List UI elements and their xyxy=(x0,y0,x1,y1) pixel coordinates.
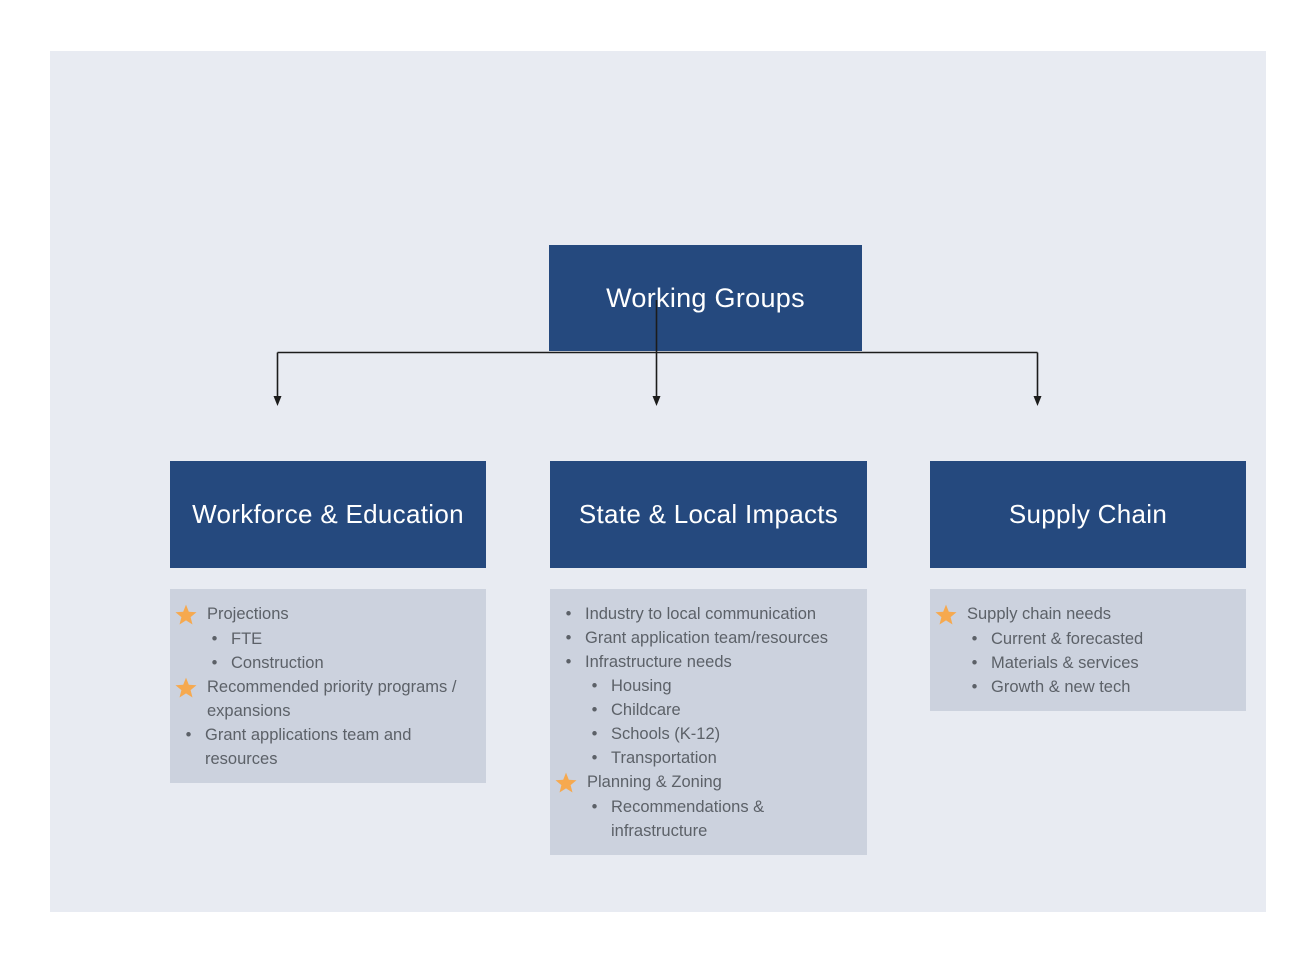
bullet-dot-icon: • xyxy=(971,630,978,648)
list-item: Recommended priority programs / expansio… xyxy=(172,675,480,723)
list-item: • Schools (K-12) xyxy=(578,722,861,746)
list-item: • Housing xyxy=(578,674,861,698)
root-node-label: Working Groups xyxy=(606,282,805,313)
list-item-label: Grant applications team and resources xyxy=(205,726,412,768)
bullet-dot-icon: • xyxy=(565,605,572,623)
bullet-dot-icon: • xyxy=(591,677,598,695)
list-item-label: Industry to local communication xyxy=(585,605,817,623)
list-item: Supply chain needs xyxy=(932,602,1240,627)
node-workforce-education: Workforce & Education xyxy=(170,461,486,568)
diagram-canvas: Working Groups Workforce & Education Sta… xyxy=(50,51,1266,912)
list-item: • Current & forecasted xyxy=(958,627,1240,651)
list-supply-chain: Supply chain needs • Current & forecaste… xyxy=(930,589,1246,711)
list-item: • Grant applications team and resources xyxy=(172,723,480,771)
star-icon xyxy=(172,602,207,627)
node-label: Workforce & Education xyxy=(192,499,464,529)
list-item-label: Housing xyxy=(611,677,672,695)
bullet-dot-icon: • xyxy=(591,725,598,743)
list-item-label: Materials & services xyxy=(991,654,1139,672)
bullet-dot-icon: • xyxy=(211,630,218,648)
list-item-label: Recommended priority programs / expansio… xyxy=(207,678,457,720)
list-item: Planning & Zoning xyxy=(552,770,861,795)
star-icon xyxy=(172,675,207,700)
list-item-label: Construction xyxy=(231,654,324,672)
list-item: • Grant application team/resources xyxy=(552,626,861,650)
list-item: • Growth & new tech xyxy=(958,675,1240,699)
list-item: • Childcare xyxy=(578,698,861,722)
list-workforce-education: Projections • FTE • Construction Recomme… xyxy=(170,589,486,783)
list-item-label: Growth & new tech xyxy=(991,678,1131,696)
node-supply-chain: Supply Chain xyxy=(930,461,1246,568)
list-item: • Transportation xyxy=(578,746,861,770)
list-item-label: Transportation xyxy=(611,749,717,767)
bullet-dot-icon: • xyxy=(591,701,598,719)
list-item: • Recommendations & infrastructure xyxy=(578,795,861,843)
list-item-label: Projections xyxy=(207,605,289,623)
list-item: • Materials & services xyxy=(958,651,1240,675)
node-state-local-impacts: State & Local Impacts xyxy=(550,461,867,568)
list-item-label: Recommendations & infrastructure xyxy=(611,798,765,840)
bullet-dot-icon: • xyxy=(565,629,572,647)
list-item: • FTE xyxy=(198,627,480,651)
node-label: Supply Chain xyxy=(1008,499,1168,529)
list-item: • Industry to local communication xyxy=(552,602,861,626)
list-item-label: FTE xyxy=(231,630,263,648)
list-item-label: Childcare xyxy=(611,701,681,719)
bullet-dot-icon: • xyxy=(971,678,978,696)
star-icon xyxy=(552,770,587,795)
list-item: Projections xyxy=(172,602,480,627)
list-item: • Construction xyxy=(198,651,480,675)
node-label: State & Local Impacts xyxy=(578,499,839,529)
list-item: • Infrastructure needs xyxy=(552,650,861,674)
bullet-dot-icon: • xyxy=(565,653,572,671)
bullet-dot-icon: • xyxy=(591,749,598,767)
list-item-label: Planning & Zoning xyxy=(587,773,722,791)
list-state-local-impacts: • Industry to local communication • Gran… xyxy=(550,589,867,855)
bullet-dot-icon: • xyxy=(971,654,978,672)
bullet-dot-icon: • xyxy=(211,654,218,672)
list-item-label: Current & forecasted xyxy=(991,630,1144,648)
list-item-label: Supply chain needs xyxy=(967,605,1112,623)
star-icon xyxy=(932,602,967,627)
list-item-label: Grant application team/resources xyxy=(585,629,829,647)
bullet-dot-icon: • xyxy=(185,726,192,744)
root-node-working-groups: Working Groups xyxy=(549,245,862,351)
list-item-label: Infrastructure needs xyxy=(585,653,732,671)
bullet-dot-icon: • xyxy=(591,798,598,816)
list-item-label: Schools (K-12) xyxy=(611,725,721,743)
